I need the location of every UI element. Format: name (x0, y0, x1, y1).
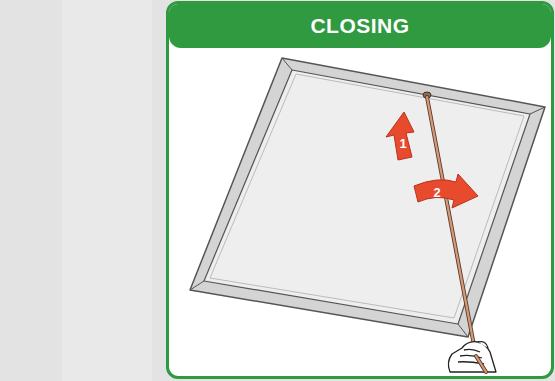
hatch-panel (204, 70, 530, 324)
turn-arrow (414, 174, 478, 208)
callout-number: 2 (430, 186, 444, 200)
hand (448, 342, 496, 372)
pole-rod (427, 97, 476, 356)
hatch-frame (190, 58, 545, 337)
background-band (62, 0, 152, 381)
callout-number: 1 (396, 137, 410, 151)
card-title: CLOSING (169, 4, 551, 48)
push-arrow (386, 112, 414, 160)
